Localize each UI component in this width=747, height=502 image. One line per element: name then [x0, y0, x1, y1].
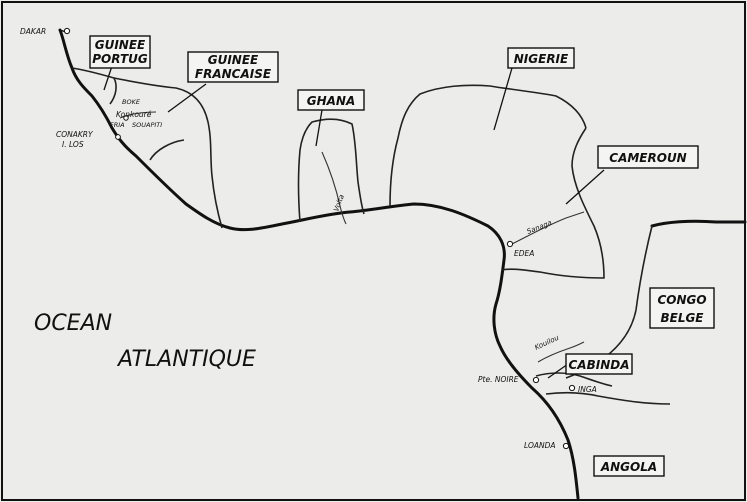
town-marker-inga	[568, 384, 576, 392]
border-guinee-francaise	[113, 77, 223, 229]
label-cabinda: CABINDA	[569, 358, 630, 372]
label-guinee-francaise-2: FRANCAISE	[195, 67, 272, 81]
town-marker-conakry	[115, 134, 121, 140]
label-cameroun: CAMEROUN	[609, 151, 686, 165]
river-volta	[321, 151, 347, 225]
label-river-kouilou: Kouilou	[533, 333, 560, 351]
label-edea: EDEA	[514, 249, 534, 258]
label-inga: INGA	[578, 385, 597, 394]
label-congo-belge-1: CONGO	[657, 293, 706, 307]
coastline-west-africa	[58, 28, 580, 500]
label-souapiti: SOUAPITI	[132, 121, 162, 129]
leader-ghana	[315, 109, 323, 147]
label-river-sanaga: Sanaga	[526, 219, 553, 236]
town-marker-dakar	[63, 27, 71, 35]
label-box-guinee-francaise	[187, 51, 279, 83]
label-guinee-portug-2: PORTUG	[92, 52, 148, 66]
label-guinee-portug-1: GUINEE	[95, 38, 146, 52]
label-box-guinee-portug	[89, 35, 151, 69]
label-congo-belge-2: BELGE	[660, 311, 704, 325]
label-box-nigerie	[507, 47, 575, 69]
river-konkoure	[119, 111, 157, 119]
label-river-volta: Volta	[332, 193, 346, 212]
leader-cabinda	[547, 363, 569, 379]
label-box-cameroun	[597, 145, 699, 169]
label-boke: BOKE	[122, 98, 141, 106]
border-cabinda	[535, 372, 613, 387]
leader-guinee-francaise	[167, 83, 207, 113]
label-i-los: I. LOS	[62, 140, 84, 149]
label-box-congo-belge	[649, 287, 715, 329]
town-marker-loanda	[562, 442, 570, 450]
label-conakry: CONAKRY	[56, 130, 94, 139]
label-guinee-francaise-1: GUINEE	[208, 53, 259, 67]
label-box-angola	[593, 455, 665, 477]
leader-cameroun	[565, 169, 605, 205]
border-angola	[545, 391, 671, 405]
town-marker-edea	[506, 240, 514, 248]
label-box-ghana	[297, 89, 365, 111]
label-atlantique: ATLANTIQUE	[116, 347, 256, 372]
leader-nigerie	[493, 67, 513, 131]
border-guinee-inner	[149, 139, 185, 161]
border-nigerie	[389, 84, 587, 207]
border-cameroun	[501, 127, 605, 279]
label-nigerie: NIGERIE	[514, 52, 569, 66]
town-marker-fria	[123, 115, 129, 121]
label-pointe-noire: Pte. NOIRE	[478, 375, 519, 384]
label-fria: FRIA	[110, 121, 125, 129]
coastline-congo	[650, 219, 747, 228]
label-box-cabinda	[565, 353, 633, 375]
town-marker-pointe-noire	[532, 376, 540, 384]
river-kouilou	[537, 341, 585, 363]
border-ghana	[297, 118, 365, 223]
label-ocean: OCEAN	[34, 311, 112, 336]
label-dakar: DAKAR	[20, 27, 46, 36]
label-loanda: LOANDA	[524, 441, 556, 450]
leader-guinee-portug	[103, 65, 113, 91]
label-angola: ANGOLA	[600, 460, 657, 474]
label-ghana: GHANA	[307, 94, 356, 108]
label-konkoure: Konkouré	[116, 110, 152, 119]
river-sanaga	[511, 211, 585, 245]
